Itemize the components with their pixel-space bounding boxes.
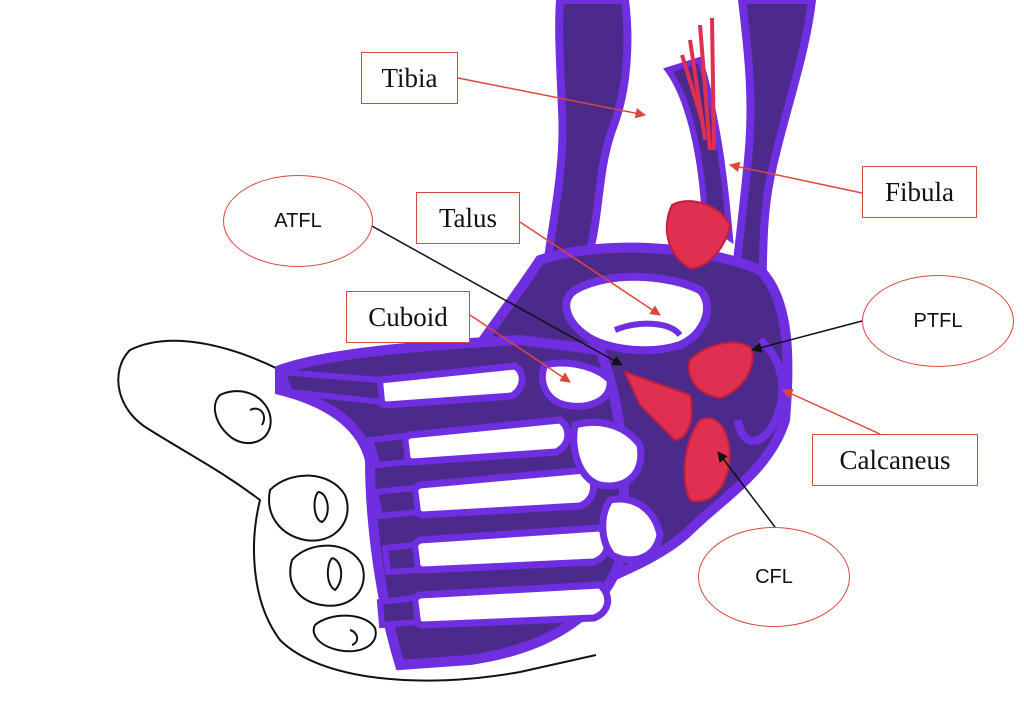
label-cfl: CFL	[698, 527, 850, 627]
label-fibula: Fibula	[862, 166, 977, 218]
pointer-fibula	[728, 161, 863, 194]
pointer-ptfl	[750, 320, 863, 353]
tibia-bone	[543, 0, 632, 263]
label-atfl: ATFL	[223, 175, 373, 267]
pointer-calcaneus	[782, 389, 881, 435]
label-cuboid: Cuboid	[346, 291, 470, 343]
pointer-talus	[519, 221, 661, 316]
label-calcaneus: Calcaneus	[812, 434, 978, 486]
ligament-upper-syndesmosis	[665, 200, 732, 270]
ligament-ptfl	[688, 341, 754, 400]
metatarsal-bones	[275, 334, 664, 671]
ligament-atfl	[623, 370, 693, 442]
pointer-tibia	[457, 77, 647, 119]
calcaneus-outline	[734, 336, 787, 445]
label-tibia: Tibia	[361, 52, 458, 104]
ligaments	[623, 200, 754, 503]
pointer-cfl	[717, 451, 776, 528]
pointer-cuboid	[469, 314, 571, 383]
ligament-cfl	[683, 417, 731, 503]
skin-outline	[117, 339, 597, 682]
label-talus: Talus	[416, 192, 520, 244]
fibular-muscle-strands	[680, 17, 716, 151]
pointer-lines	[369, 77, 881, 528]
label-ptfl: PTFL	[862, 275, 1014, 367]
pointer-atfl	[369, 224, 623, 366]
toe-phalanges	[277, 368, 422, 629]
